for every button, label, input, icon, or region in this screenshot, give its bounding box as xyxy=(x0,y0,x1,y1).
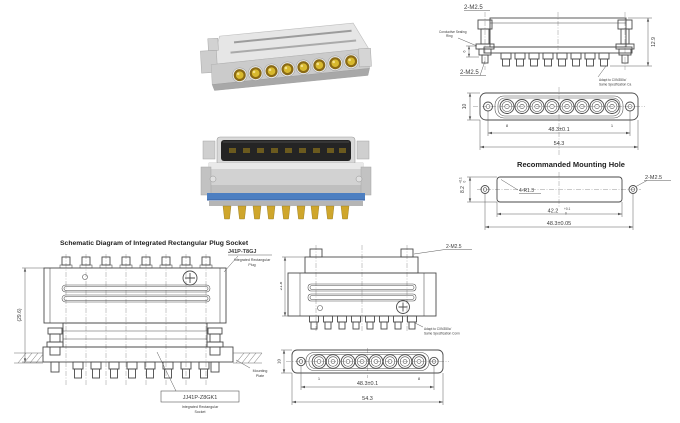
svg-text:54.3: 54.3 xyxy=(554,141,565,147)
svg-text:(29.6): (29.6) xyxy=(17,308,23,321)
pitch-dim: 48.3±0.1 xyxy=(300,365,435,390)
contact-pins xyxy=(309,315,417,330)
adapt-note-line2: Same Specification Ca xyxy=(599,83,631,87)
overall-height-dim: (29.6) xyxy=(17,267,44,363)
socket-model-label: JJ41P-Z8GK1 xyxy=(183,395,218,401)
svg-text:0: 0 xyxy=(565,212,567,216)
pin-number-left: 8 xyxy=(506,123,509,128)
plug-name-line1: Integrated Rectangular xyxy=(234,258,271,262)
contact-circles xyxy=(311,354,427,369)
socket-inner-contacts xyxy=(229,148,346,153)
svg-text:0: 0 xyxy=(463,181,467,183)
svg-text:+0.1: +0.1 xyxy=(459,177,463,184)
contact-circles xyxy=(499,99,620,114)
svg-text:10: 10 xyxy=(462,104,468,110)
mounting-screw-holes xyxy=(483,101,635,112)
svg-text:48.3±0.05: 48.3±0.05 xyxy=(547,221,571,227)
svg-text:6: 6 xyxy=(463,51,467,53)
connector-body xyxy=(483,17,633,54)
svg-text:8.2: 8.2 xyxy=(460,186,466,193)
drawing-mounting-hole: Recommanded Mounting Hole 4-R1.3 2-M2.5 … xyxy=(459,160,671,230)
plug-terminals xyxy=(59,256,213,269)
seal-note-line2: Ring xyxy=(446,34,453,38)
socket-name-line1: Integrated Rectangular xyxy=(182,405,219,409)
product-photo-socket xyxy=(200,136,372,220)
svg-text:+0.1: +0.1 xyxy=(564,207,571,211)
side-bolt-left xyxy=(46,327,64,373)
cross-screw-icon xyxy=(396,300,410,314)
corner-radius-label: 4-R1.3 xyxy=(519,188,534,194)
drawing-front-view-socket: 1 8 48.3±0.1 54.3 10 xyxy=(277,348,449,405)
height-dim: 10 xyxy=(277,349,292,374)
slot-height-dim: 8.2 +0.1 0 xyxy=(459,176,497,203)
svg-text:21.6: 21.6 xyxy=(280,281,283,290)
mounting-hole-title: Recommanded Mounting Hole xyxy=(517,160,625,169)
height-dim: 12.9 xyxy=(610,17,657,67)
plug-gold-contacts xyxy=(232,53,359,83)
slot-width-dim: 42.2 +0.1 0 xyxy=(496,202,623,217)
socket-pins xyxy=(72,361,210,379)
adapt-note-line1: Adapt to CXN350c/ xyxy=(599,78,626,82)
cross-screw-icon xyxy=(182,270,198,286)
screw-spec-top-label: 2-M2.5 xyxy=(464,5,483,11)
plug-photo-body xyxy=(200,22,372,91)
hole-span-dim: 48.3±0.05 xyxy=(484,193,634,230)
mounting-plate-line1: Mounting xyxy=(253,369,268,373)
screw-spec-label: 2-M2.5 xyxy=(446,244,462,250)
svg-text:12.9: 12.9 xyxy=(651,37,657,47)
contact-pins xyxy=(500,52,610,67)
side-bolt-right xyxy=(206,327,224,373)
svg-text:54.3: 54.3 xyxy=(362,396,373,402)
socket-gold-pins xyxy=(222,205,350,220)
pin-number-left: 1 xyxy=(318,376,321,381)
drawing-front-view: 8 1 48.3±0.1 54.3 10 xyxy=(462,87,645,156)
socket-body xyxy=(42,322,234,363)
schematic-title: Schematic Diagram of Integrated Rectangu… xyxy=(60,240,249,247)
mounting-plate-hatch xyxy=(14,352,263,364)
jack-screw-left xyxy=(475,19,495,64)
socket-shell xyxy=(287,272,437,317)
plug-name-line2: Plug xyxy=(248,263,255,267)
height-dim: 21.6 xyxy=(280,256,305,317)
width-dim: 54.3 xyxy=(479,120,639,150)
panel-thickness-dim: 6 xyxy=(463,45,479,58)
plug-model-label: J41P-T8GJ xyxy=(228,249,256,255)
svg-text:48.3±0.1: 48.3±0.1 xyxy=(548,127,569,133)
socket-photo-body xyxy=(200,136,372,220)
height-dim: 10 xyxy=(462,92,480,121)
drawing-side-view: 2-M2.5 2-M2.5 Conductive Sealing Ring 6 … xyxy=(439,5,657,87)
width-dim: 54.3 xyxy=(291,373,444,405)
drawing-assembly-schematic: Schematic Diagram of Integrated Rectangu… xyxy=(14,240,272,414)
socket-name-line2: Socket xyxy=(195,410,206,414)
pin-number-right: 8 xyxy=(418,376,421,381)
adapt-note-line2: Same Specification Conn xyxy=(424,332,460,336)
seal-note-line1: Conductive Sealing xyxy=(439,30,467,34)
jack-screw-right xyxy=(615,19,635,64)
adapt-note-line1: Adapt to CXN350c/ xyxy=(424,327,451,331)
drawing-side-view-socket: 2-M2.5 21.6 Adapt to CXN350c/ Same Speci… xyxy=(280,244,472,336)
svg-text:48.3±0.1: 48.3±0.1 xyxy=(357,381,378,387)
screw-spec-bottom-label: 2-M2.5 xyxy=(460,70,479,76)
screw-spec-label: 2-M2.5 xyxy=(645,175,662,181)
product-photo-plug xyxy=(200,22,372,91)
svg-text:42.2: 42.2 xyxy=(548,209,559,215)
plug-body xyxy=(43,267,227,324)
pin-number-right: 1 xyxy=(611,123,614,128)
svg-text:10: 10 xyxy=(277,359,282,365)
pitch-dim: 48.3±0.1 xyxy=(487,111,631,136)
mounting-plate-line2: Plate xyxy=(256,374,264,378)
